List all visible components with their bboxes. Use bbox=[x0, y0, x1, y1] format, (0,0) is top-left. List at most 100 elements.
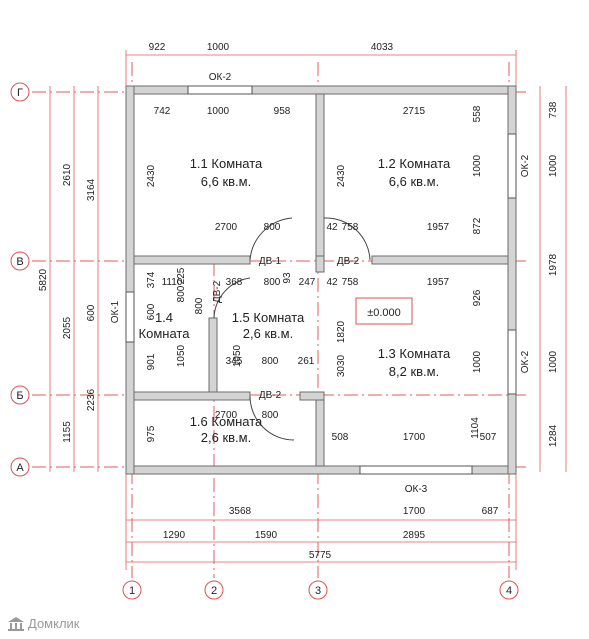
inner-dim: 800 bbox=[262, 356, 279, 367]
grid-col-label: 3 bbox=[315, 585, 321, 597]
inner-dim: 742 bbox=[154, 106, 171, 117]
inner-dim: 345 bbox=[226, 356, 243, 367]
watermark: Домклик bbox=[8, 616, 80, 631]
grid-bubbles: Г В Б А 1 2 3 4 bbox=[10, 82, 519, 600]
inner-dim: 800 bbox=[262, 410, 279, 421]
room-name: 1.2 Комната bbox=[378, 156, 451, 171]
inner-dim: 42 bbox=[326, 222, 338, 233]
window-ok2-right-top bbox=[507, 133, 517, 199]
dim-right: 1000 bbox=[548, 350, 559, 373]
door-dv2-arc bbox=[323, 217, 371, 261]
inner-dim: 1957 bbox=[427, 277, 450, 288]
inner-dim: 225 bbox=[176, 267, 187, 284]
walls bbox=[125, 85, 517, 475]
room-name: 1.6 Комната bbox=[190, 414, 263, 429]
room-name: 1.1 Комната bbox=[190, 156, 263, 171]
window-label: ОК-1 bbox=[110, 300, 121, 323]
inner-dim: 3030 bbox=[336, 354, 347, 377]
wall-room16-top bbox=[133, 391, 251, 401]
dim-left: 2610 bbox=[62, 163, 73, 186]
wall-room16-right bbox=[299, 391, 325, 401]
inner-dim: 247 bbox=[299, 277, 316, 288]
inner-dim: 800 bbox=[264, 222, 281, 233]
inner-dim: 368 bbox=[226, 277, 243, 288]
watermark-text: Домклик bbox=[28, 616, 80, 631]
window-label: ОК-3 bbox=[405, 484, 428, 495]
inner-dim: 800 bbox=[176, 285, 187, 302]
window-ok2-top bbox=[187, 85, 253, 95]
room-area: 2,6 кв.м. bbox=[243, 326, 293, 341]
grid-row-label: В bbox=[16, 256, 23, 268]
inner-dim: 42 bbox=[326, 277, 338, 288]
wall-mid-left bbox=[133, 255, 251, 265]
dim-left: 1155 bbox=[62, 421, 73, 443]
inner-dim: 1050 bbox=[176, 344, 187, 367]
grid-row-label: А bbox=[16, 462, 24, 474]
dim-bottom: 687 bbox=[482, 506, 499, 517]
dim-right: 1284 bbox=[548, 424, 559, 447]
inner-dim: 374 bbox=[146, 271, 157, 288]
door-label: ДВ-2 bbox=[212, 280, 223, 303]
room-area: 8,2 кв.м. bbox=[389, 364, 439, 379]
dim-right: 738 bbox=[548, 101, 559, 118]
dim-bottom-total: 5775 bbox=[309, 550, 332, 561]
room-area: 6,6 кв.м. bbox=[389, 174, 439, 189]
inner-dim: 758 bbox=[342, 277, 359, 288]
room-name: 1.5 Комната bbox=[232, 310, 305, 325]
dim-top: 922 bbox=[149, 42, 166, 53]
dim-bottom: 1290 bbox=[163, 530, 186, 541]
inner-dim: 1957 bbox=[427, 222, 450, 233]
inner-dim: 93 bbox=[282, 272, 293, 284]
window-label: ОК-2 bbox=[520, 154, 531, 177]
room-area: 2,6 кв.м. bbox=[201, 430, 251, 445]
dim-bottom: 1700 bbox=[403, 506, 426, 517]
dim-left: 600 bbox=[86, 304, 97, 321]
window-marks bbox=[125, 85, 517, 475]
inner-dim: 2430 bbox=[146, 164, 157, 187]
inner-dim: 975 bbox=[146, 425, 157, 442]
inner-dim: 2715 bbox=[403, 106, 426, 117]
dim-bottom: 2895 bbox=[403, 530, 426, 541]
grid-row-label: Г bbox=[17, 87, 23, 99]
window-ok3 bbox=[359, 465, 473, 475]
dim-bottom: 3568 bbox=[229, 506, 252, 517]
grid-col-label: 2 bbox=[211, 585, 217, 597]
dim-top: 1000 bbox=[207, 42, 230, 53]
inner-dim: 2700 bbox=[215, 222, 238, 233]
inner-dim: 800 bbox=[194, 297, 205, 314]
wall-left bbox=[125, 85, 135, 475]
level-mark: ±0.000 bbox=[367, 307, 401, 319]
inner-dim: 1110 bbox=[162, 277, 183, 288]
inner-dim: 507 bbox=[480, 432, 497, 443]
door-arcs bbox=[213, 217, 371, 441]
bank-icon bbox=[8, 616, 24, 631]
inner-dim: 800 bbox=[264, 277, 281, 288]
wall-top bbox=[125, 85, 517, 95]
dim-left: 2236 bbox=[86, 388, 97, 411]
dim-left: 2055 bbox=[62, 316, 73, 339]
inner-dim: 958 bbox=[274, 106, 291, 117]
wall-right bbox=[507, 85, 517, 475]
door-dv1-arc bbox=[249, 217, 293, 261]
dim-right: 1000 bbox=[548, 154, 559, 177]
inner-dim: 1820 bbox=[336, 320, 347, 343]
inner-dim: 508 bbox=[332, 432, 349, 443]
inner-dim: 600 bbox=[146, 303, 157, 320]
inner-dim: 872 bbox=[472, 217, 483, 234]
door-label: ДВ-2 bbox=[259, 390, 282, 401]
wall-center-bottom bbox=[315, 391, 325, 467]
wall-stub bbox=[315, 255, 325, 273]
dim-bottom: 1590 bbox=[255, 530, 278, 541]
wall-center-top bbox=[315, 93, 325, 261]
inner-dim: 558 bbox=[472, 105, 483, 122]
dim-right: 1978 bbox=[548, 253, 559, 276]
inner-dim: 1000 bbox=[472, 350, 483, 373]
room-name: 1.4 bbox=[155, 310, 173, 325]
window-label: ОК-2 bbox=[209, 72, 232, 83]
inner-dim: 901 bbox=[146, 353, 157, 370]
inner-dim: 1104 bbox=[470, 417, 481, 439]
grid-row-label: Б bbox=[16, 390, 23, 402]
door-label: ДВ-1 bbox=[259, 256, 282, 267]
inner-dim: 758 bbox=[342, 222, 359, 233]
window-label: ОК-2 bbox=[520, 350, 531, 373]
